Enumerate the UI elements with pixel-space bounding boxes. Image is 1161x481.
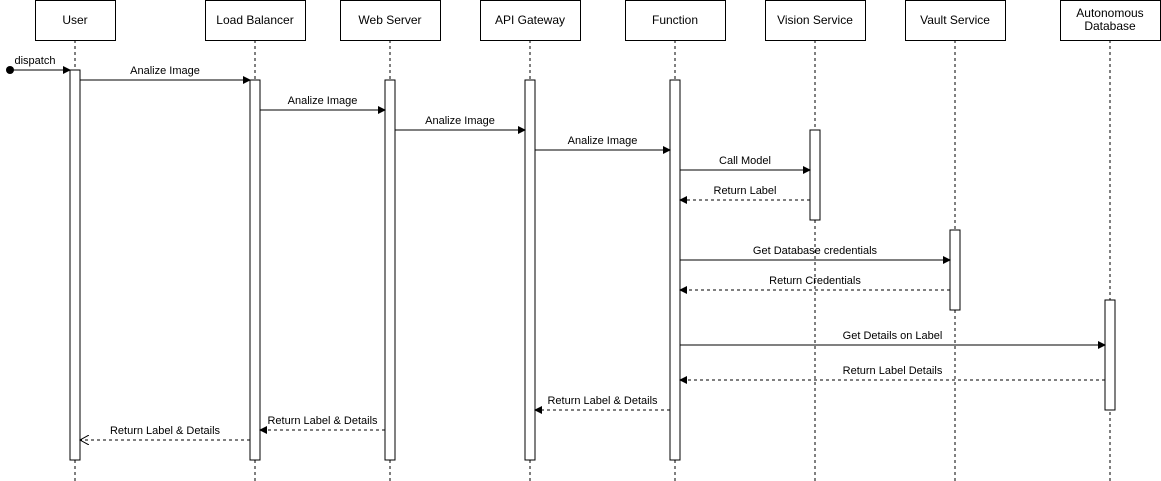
participant-box	[35, 0, 116, 41]
participant-label: Function	[652, 13, 698, 27]
message-label: Get Database credentials	[753, 245, 878, 257]
message-6: Call Model	[680, 155, 811, 174]
participant-label: Vault Service	[920, 13, 990, 27]
participant-box	[480, 0, 581, 41]
message-label: dispatch	[15, 55, 56, 67]
message-label: Return Label & Details	[267, 415, 378, 427]
message-label: Return Credentials	[769, 275, 861, 287]
message-7: Return Label	[679, 185, 810, 204]
message-label: Analize Image	[288, 95, 358, 107]
participant-web: Web Server	[340, 0, 441, 41]
participant-user: User	[35, 0, 116, 41]
participant-lb: Load Balancer	[205, 0, 306, 41]
participant-label: Load Balancer	[216, 13, 293, 27]
participant-vision: Vision Service	[765, 0, 866, 41]
participant-api: API Gateway	[480, 0, 581, 41]
message-4: Analize Image	[395, 115, 526, 134]
message-2: Analize Image	[80, 65, 251, 84]
message-label: Return Label Details	[843, 365, 943, 377]
message-8: Get Database credentials	[680, 245, 951, 264]
participant-label: Vision Service	[777, 13, 853, 27]
participant-box	[765, 0, 866, 41]
activation-vision	[809, 129, 821, 221]
message-label: Analize Image	[568, 135, 638, 147]
participant-label: User	[62, 13, 87, 27]
message-label: Return Label & Details	[547, 395, 658, 407]
participant-box	[905, 0, 1006, 41]
message-label: Return Label & Details	[110, 425, 221, 437]
participant-box	[205, 0, 306, 41]
activation-lb	[249, 79, 261, 461]
participant-box	[1060, 0, 1161, 41]
activation-user	[69, 69, 81, 461]
message-12: Return Label & Details	[534, 395, 670, 414]
message-13: Return Label & Details	[259, 415, 385, 434]
message-label: Analize Image	[425, 115, 495, 127]
participant-label: Web Server	[358, 13, 421, 27]
activation-api	[524, 79, 536, 461]
message-5: Analize Image	[535, 135, 671, 154]
message-10: Get Details on Label	[680, 330, 1106, 349]
message-label: Get Details on Label	[843, 330, 943, 342]
message-label: Analize Image	[130, 65, 200, 77]
activation-vault	[949, 229, 961, 311]
message-9: Return Credentials	[679, 275, 950, 294]
activation-web	[384, 79, 396, 461]
participant-box	[625, 0, 726, 41]
activation-fn	[669, 79, 681, 461]
message-label: Call Model	[719, 155, 771, 167]
message-14: Return Label & Details	[80, 425, 250, 440]
participant-label: API Gateway	[495, 13, 565, 27]
activation-adb	[1104, 299, 1116, 411]
message-3: Analize Image	[260, 95, 386, 114]
message-11: Return Label Details	[679, 365, 1105, 384]
message-label: Return Label	[714, 185, 777, 197]
participant-vault: Vault Service	[905, 0, 1006, 41]
participant-fn: Function	[625, 0, 726, 41]
participant-box	[340, 0, 441, 41]
message-1: dispatch	[6, 55, 71, 74]
